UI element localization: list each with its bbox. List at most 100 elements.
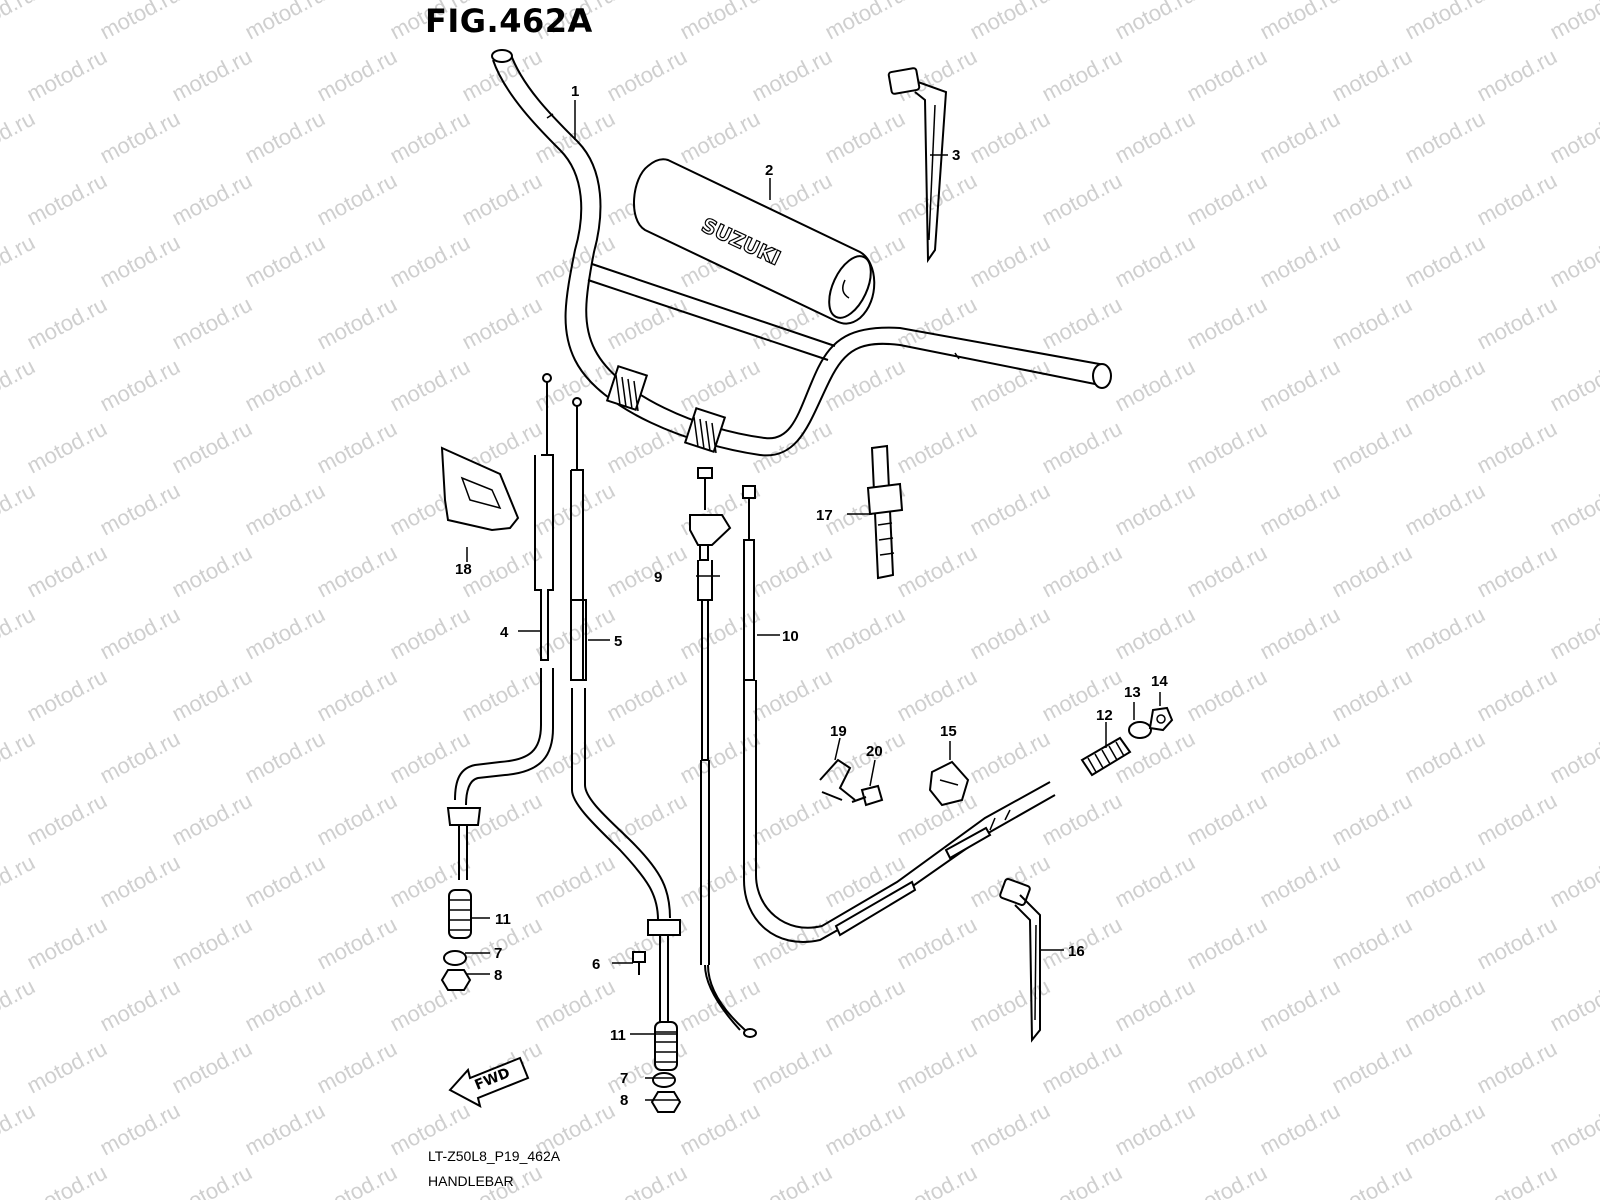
callout-7a: 7 xyxy=(494,945,502,962)
watermark-text: motod.ru xyxy=(531,230,619,293)
watermark-text: motod.ru xyxy=(1183,912,1271,975)
watermark-text: motod.ru xyxy=(748,44,836,107)
callout-4: 4 xyxy=(500,624,509,641)
watermark-text: motod.ru xyxy=(1256,726,1344,789)
watermark-text: motod.ru xyxy=(0,726,39,789)
watermark-text: motod.ru xyxy=(1473,44,1561,107)
watermark-text: motod.ru xyxy=(0,354,39,417)
watermark-text: motod.ru xyxy=(603,788,691,851)
watermark-text: motod.ru xyxy=(1183,664,1271,727)
watermark-text: motod.ru xyxy=(1328,912,1416,975)
watermark-text: motod.ru xyxy=(1328,788,1416,851)
watermark-text: motod.ru xyxy=(23,292,111,355)
watermark-text: motod.ru xyxy=(23,1036,111,1099)
watermark-text: motod.ru xyxy=(23,664,111,727)
watermark-text: motod.ru xyxy=(1328,1160,1416,1200)
watermark-text: motod.ru xyxy=(966,478,1054,541)
callout-17: 17 xyxy=(816,507,833,524)
watermark-text: motod.ru xyxy=(0,0,39,44)
watermark-text: motod.ru xyxy=(1401,1098,1489,1161)
watermark-text: motod.ru xyxy=(241,478,329,541)
watermark-text: motod.ru xyxy=(966,1098,1054,1161)
cable-tie-part-16 xyxy=(999,878,1041,1043)
watermark-text: motod.ru xyxy=(821,850,909,913)
watermark-text: motod.ru xyxy=(241,974,329,1037)
watermark-text: motod.ru xyxy=(893,912,981,975)
watermark-text: motod.ru xyxy=(893,292,981,355)
watermark-text: motod.ru xyxy=(1111,106,1199,169)
callout-labels: 1 2 3 4 5 6 7 7 8 8 9 10 11 11 12 13 14 … xyxy=(455,83,1168,1109)
watermark-text: motod.ru xyxy=(893,664,981,727)
watermark-text: motod.ru xyxy=(603,1160,691,1200)
adjuster-part-11b xyxy=(654,1021,678,1071)
callout-11a: 11 xyxy=(495,911,511,928)
watermark-text: motod.ru xyxy=(1183,168,1271,231)
strap-part-17 xyxy=(866,444,904,580)
watermark-text: motod.ru xyxy=(96,478,184,541)
watermark-text: motod.ru xyxy=(168,416,256,479)
watermark-text: motod.ru xyxy=(458,168,546,231)
watermark-text: motod.ru xyxy=(1038,44,1126,107)
watermark-text: motod.ru xyxy=(96,354,184,417)
nut-part-8b xyxy=(650,1091,682,1113)
watermark-text: motod.ru xyxy=(1328,292,1416,355)
watermark-text: motod.ru xyxy=(1328,168,1416,231)
watermark-text: motod.ru xyxy=(168,664,256,727)
watermark-text: motod.ru xyxy=(23,168,111,231)
watermark-text: motod.ru xyxy=(966,602,1054,665)
watermark-text: motod.ru xyxy=(1401,726,1489,789)
watermark-text: motod.ru xyxy=(23,788,111,851)
watermark-text: motod.ru xyxy=(1183,1036,1271,1099)
watermark-text: motod.ru xyxy=(1111,354,1199,417)
watermark-text: motod.ru xyxy=(1183,540,1271,603)
watermark-text: motod.ru xyxy=(748,664,836,727)
watermark-text: motod.ru xyxy=(458,292,546,355)
watermark-text: motod.ru xyxy=(1473,292,1561,355)
watermark-text: motod.ru xyxy=(531,478,619,541)
watermark-text: motod.ru xyxy=(603,44,691,107)
watermark-text: motod.ru xyxy=(1111,726,1199,789)
watermark-text: motod.ru xyxy=(96,1098,184,1161)
watermark-text: motod.ru xyxy=(821,602,909,665)
watermark-text: motod.ru xyxy=(821,974,909,1037)
watermark-text: motod.ru xyxy=(96,106,184,169)
throttle-cable-part-4 xyxy=(446,373,554,880)
watermark-text: motod.ru xyxy=(676,1098,764,1161)
watermark-text: motod.ru xyxy=(1038,664,1126,727)
watermark-text: motod.ru xyxy=(96,0,184,44)
watermark-text: motod.ru xyxy=(168,1036,256,1099)
callout-19: 19 xyxy=(830,723,847,740)
watermark-text: motod.ru xyxy=(386,106,474,169)
watermark-text: motod.ru xyxy=(313,1036,401,1099)
watermark-text: motod.ru xyxy=(458,664,546,727)
watermark-text: motod.ru xyxy=(1256,974,1344,1037)
watermark-text: motod.ru xyxy=(748,1036,836,1099)
watermark-text: motod.ru xyxy=(1546,1098,1600,1161)
watermark-text: motod.ru xyxy=(1546,0,1600,44)
watermark-text: motod.ru xyxy=(0,478,39,541)
watermark-text: motod.ru xyxy=(1183,1160,1271,1200)
leader-lines xyxy=(465,100,1161,1101)
adjuster-part-11a xyxy=(448,889,472,939)
watermark-text: motod.ru xyxy=(821,106,909,169)
watermark-text: motod.ru xyxy=(1111,1098,1199,1161)
callout-12: 12 xyxy=(1096,707,1113,724)
watermark-text: motod.ru xyxy=(241,1098,329,1161)
watermark-text: motod.ru xyxy=(0,230,39,293)
watermark-text: motod.ru xyxy=(0,974,39,1037)
washer-part-7a xyxy=(443,950,467,966)
watermark-text: motod.ru xyxy=(676,106,764,169)
watermark-text: motod.ru xyxy=(386,354,474,417)
watermark-text: motod.ru xyxy=(676,602,764,665)
watermark-text: motod.ru xyxy=(893,1160,981,1200)
watermark-text: motod.ru xyxy=(821,0,909,44)
watermark-text: motod.ru xyxy=(748,912,836,975)
watermark-text: motod.ru xyxy=(821,1098,909,1161)
watermark-text: motod.ru xyxy=(96,230,184,293)
callout-15: 15 xyxy=(940,723,957,740)
watermark-text: motod.ru xyxy=(821,354,909,417)
watermark-text: motod.ru xyxy=(313,168,401,231)
watermark-text: motod.ru xyxy=(748,788,836,851)
callout-13: 13 xyxy=(1124,684,1141,701)
